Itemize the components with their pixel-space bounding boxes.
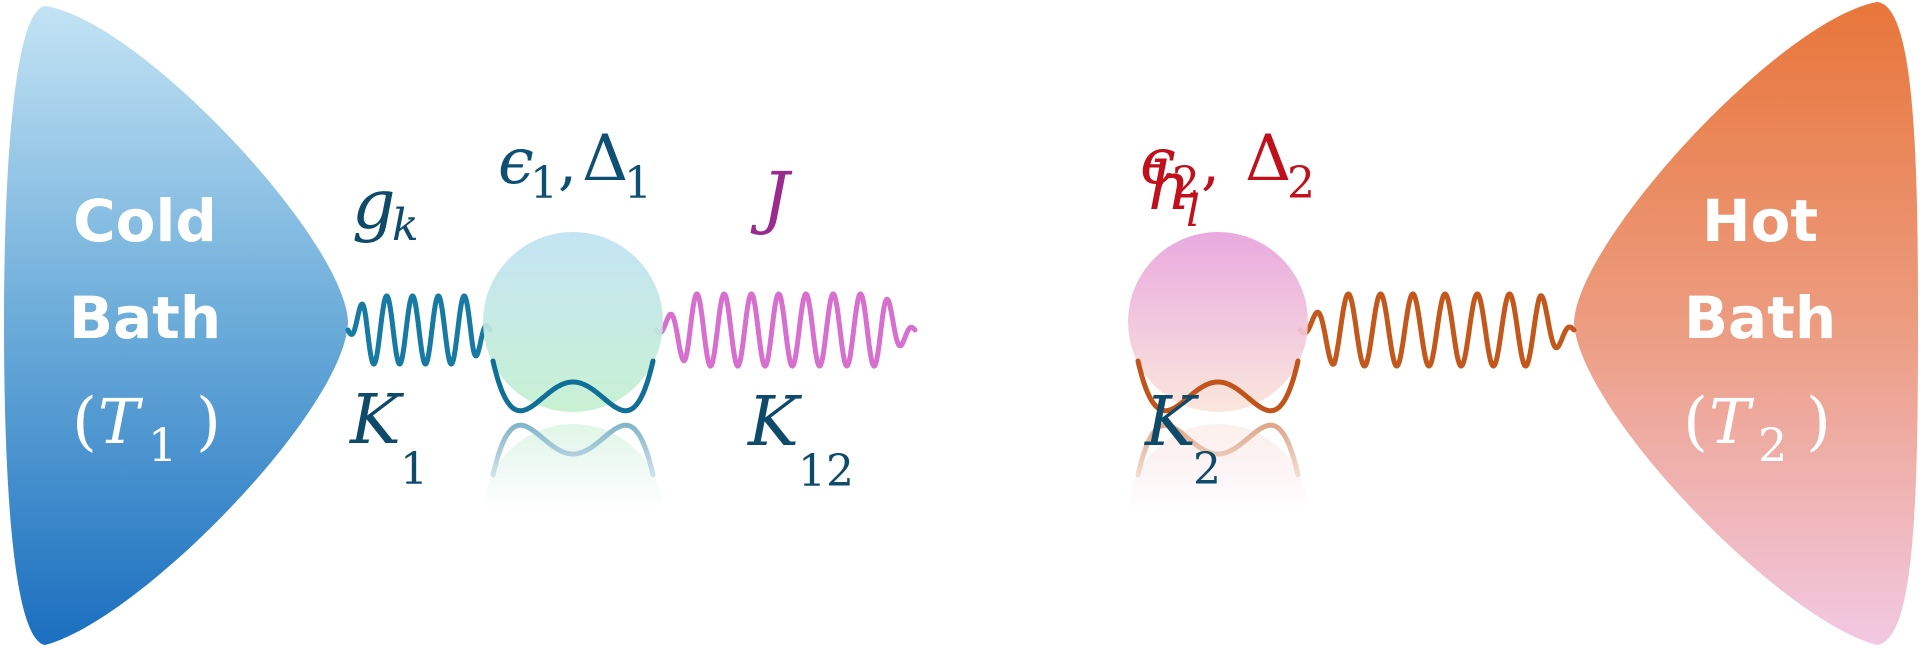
svg-text:1: 1 bbox=[148, 418, 177, 472]
svg-text:h: h bbox=[1148, 148, 1191, 225]
svg-text:(: ( bbox=[72, 385, 97, 459]
svg-text:1: 1 bbox=[624, 158, 652, 209]
qubit1-double-well-potential bbox=[490, 358, 656, 414]
coupling-hl-label: h l bbox=[1148, 148, 1200, 237]
coupling-gk-label: g k bbox=[352, 166, 419, 251]
svg-text:K: K bbox=[1143, 383, 1200, 462]
svg-text:1: 1 bbox=[530, 158, 558, 209]
svg-text:k: k bbox=[392, 200, 419, 251]
coupling-j-label: J bbox=[750, 159, 793, 238]
svg-text:,: , bbox=[558, 128, 577, 198]
qubit2-double-well-potential bbox=[1135, 358, 1301, 414]
svg-text:K: K bbox=[348, 381, 405, 460]
spring-constant-k1-label: K 1 bbox=[348, 381, 428, 495]
svg-text:(: ( bbox=[1683, 385, 1708, 459]
svg-text:T: T bbox=[1709, 385, 1755, 458]
svg-text:Δ: Δ bbox=[1245, 122, 1291, 196]
hot-bath-title-1: Hot bbox=[1702, 187, 1818, 255]
svg-text:Δ: Δ bbox=[582, 122, 628, 196]
spring-left bbox=[345, 293, 493, 367]
svg-text:K: K bbox=[746, 383, 803, 462]
qubit1-label: ϵ 1 , Δ 1 bbox=[498, 122, 652, 209]
spring-middle bbox=[653, 291, 918, 369]
svg-text:T: T bbox=[98, 385, 144, 458]
qubit1-sphere bbox=[483, 232, 663, 412]
svg-text:g: g bbox=[352, 166, 396, 245]
spring-right bbox=[1297, 291, 1577, 369]
svg-text:J: J bbox=[750, 159, 793, 238]
svg-text:): ) bbox=[1806, 385, 1831, 459]
spring-constant-k2-label: K 2 bbox=[1143, 383, 1221, 495]
svg-text:12: 12 bbox=[798, 446, 854, 497]
svg-text:): ) bbox=[196, 385, 221, 459]
svg-text:2: 2 bbox=[1193, 444, 1221, 495]
qubit1-reflection bbox=[470, 418, 690, 508]
svg-text:ϵ: ϵ bbox=[1140, 125, 1176, 199]
svg-text:1: 1 bbox=[400, 444, 428, 495]
svg-text:,: , bbox=[1201, 128, 1220, 198]
svg-text:2: 2 bbox=[1287, 158, 1315, 209]
hot-bath-title-2: Bath bbox=[1684, 284, 1836, 352]
cold-bath-title-1: Cold bbox=[73, 187, 217, 255]
svg-text:2: 2 bbox=[1172, 158, 1200, 209]
svg-text:2: 2 bbox=[1758, 418, 1787, 472]
cold-bath-shape bbox=[4, 6, 348, 645]
svg-text:l: l bbox=[1186, 186, 1200, 237]
hot-bath-temperature: ( T 2 ) bbox=[1683, 385, 1831, 472]
spring-constant-k12-label: K 12 bbox=[746, 383, 854, 497]
hot-bath-shape bbox=[1574, 2, 1918, 645]
qubit2-reflection bbox=[1110, 418, 1330, 508]
cold-bath-title-2: Bath bbox=[69, 284, 221, 352]
cold-bath-temperature: ( T 1 ) bbox=[72, 385, 221, 472]
qubit2-sphere bbox=[1128, 232, 1308, 412]
qubit2-label: ϵ 2 , Δ 2 bbox=[1140, 122, 1315, 209]
svg-text:ϵ: ϵ bbox=[498, 125, 534, 199]
